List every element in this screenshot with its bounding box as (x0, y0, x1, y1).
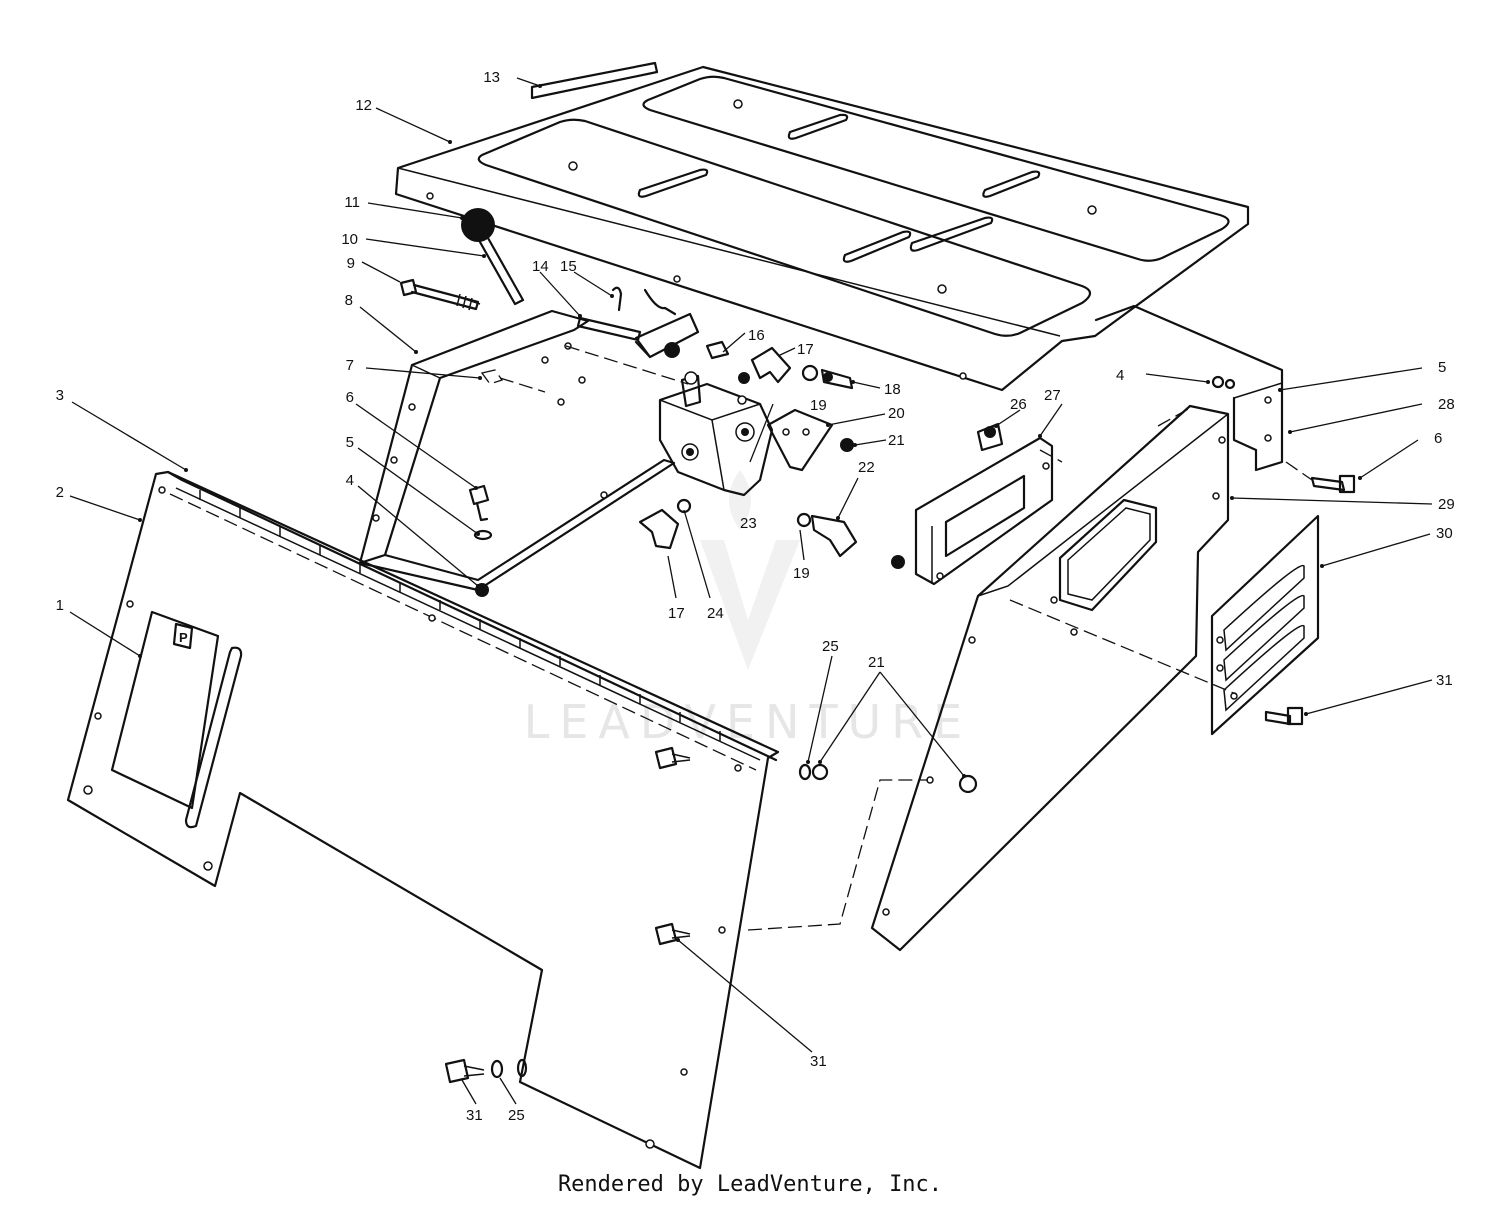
pivot-pin (576, 286, 677, 342)
callout-2: 2 (56, 484, 64, 501)
nut-side (891, 555, 905, 569)
callout-3: 3 (56, 387, 64, 404)
elbow-fitting-right (796, 512, 858, 558)
bolt-grille (1264, 706, 1304, 726)
callout-29: 29 (1438, 496, 1455, 513)
callout-18: 18 (884, 381, 901, 398)
callout-5-right: 5 (1438, 359, 1446, 376)
right-side-panel (870, 404, 1230, 952)
callout-8: 8 (345, 292, 353, 309)
bolt-hinge (654, 746, 691, 770)
stud (480, 369, 546, 393)
callout-19-lower: 19 (793, 565, 810, 582)
side-bracket (1094, 304, 1284, 472)
callout-17-lower: 17 (668, 605, 685, 622)
lever-bracket (634, 312, 730, 360)
svg-text:P: P (179, 630, 188, 645)
watermark-text: LEADVENTURE (524, 695, 973, 749)
callout-4-right: 4 (1116, 367, 1124, 384)
callout-5-left: 5 (346, 434, 354, 451)
decal (530, 61, 659, 100)
callout-19-upper: 19 (810, 397, 827, 414)
o-ring (801, 364, 819, 382)
leader-lines (69, 77, 1433, 1105)
louver-grille (1210, 514, 1320, 736)
callout-30: 30 (1436, 525, 1453, 542)
bolt-side (1310, 474, 1356, 494)
bolt-front (654, 922, 691, 946)
callout-27: 27 (1044, 387, 1061, 404)
callout-28: 28 (1438, 396, 1455, 413)
watermark-logo (700, 470, 800, 670)
callout-7: 7 (346, 357, 354, 374)
callout-31-right: 31 (1436, 672, 1453, 689)
callout-6-right: 6 (1434, 430, 1442, 447)
bolt-long (399, 278, 481, 311)
callout-6-left: 6 (346, 389, 354, 406)
callout-12: 12 (355, 97, 372, 114)
callout-24: 24 (707, 605, 724, 622)
top-panel (394, 65, 1250, 392)
spring-clip (976, 422, 1004, 452)
nut-lower (958, 774, 978, 794)
elbow-fitting-left (638, 498, 692, 550)
washer (798, 763, 812, 781)
callout-9: 9 (347, 255, 355, 272)
bolt-lower (444, 1058, 528, 1084)
callout-16: 16 (748, 327, 765, 344)
valve-body (658, 371, 774, 497)
front-panel: P (66, 470, 780, 1170)
callout-13: 13 (483, 69, 500, 86)
callout-11: 11 (344, 194, 360, 211)
callout-20: 20 (888, 405, 905, 422)
straight-fitting (820, 368, 854, 390)
mounting-plate (766, 408, 834, 472)
duct-frame (914, 436, 1054, 586)
washer-nut-right (1211, 375, 1236, 390)
callout-31-lower: 31 (466, 1107, 483, 1124)
callout-4-left: 4 (346, 472, 354, 489)
elbow-fitting-upper (738, 346, 792, 384)
footer-credit: Rendered by LeadVenture, Inc. (557, 1172, 943, 1197)
callout-23: 23 (740, 515, 757, 532)
rear-frame (358, 309, 676, 592)
callout-25-upper: 25 (822, 638, 839, 655)
locknut (811, 763, 829, 781)
callout-15: 15 (560, 258, 577, 275)
callout-25-lower: 25 (508, 1107, 525, 1124)
nut (840, 438, 854, 452)
bolt-washer-nut (468, 484, 493, 597)
callout-26: 26 (1010, 396, 1027, 413)
callout-21-upper: 21 (888, 432, 905, 449)
control-lever (461, 208, 525, 306)
callout-14: 14 (532, 258, 549, 275)
callout-labels: 13 12 11 10 9 14 15 8 16 17 18 19 7 20 2… (56, 69, 1455, 1124)
callout-1: 1 (56, 597, 64, 614)
callout-10: 10 (341, 231, 358, 248)
callout-22: 22 (858, 459, 875, 476)
callout-17-upper: 17 (797, 341, 814, 358)
callout-31-middle: 31 (810, 1053, 827, 1070)
callout-21-lower: 21 (868, 654, 885, 671)
